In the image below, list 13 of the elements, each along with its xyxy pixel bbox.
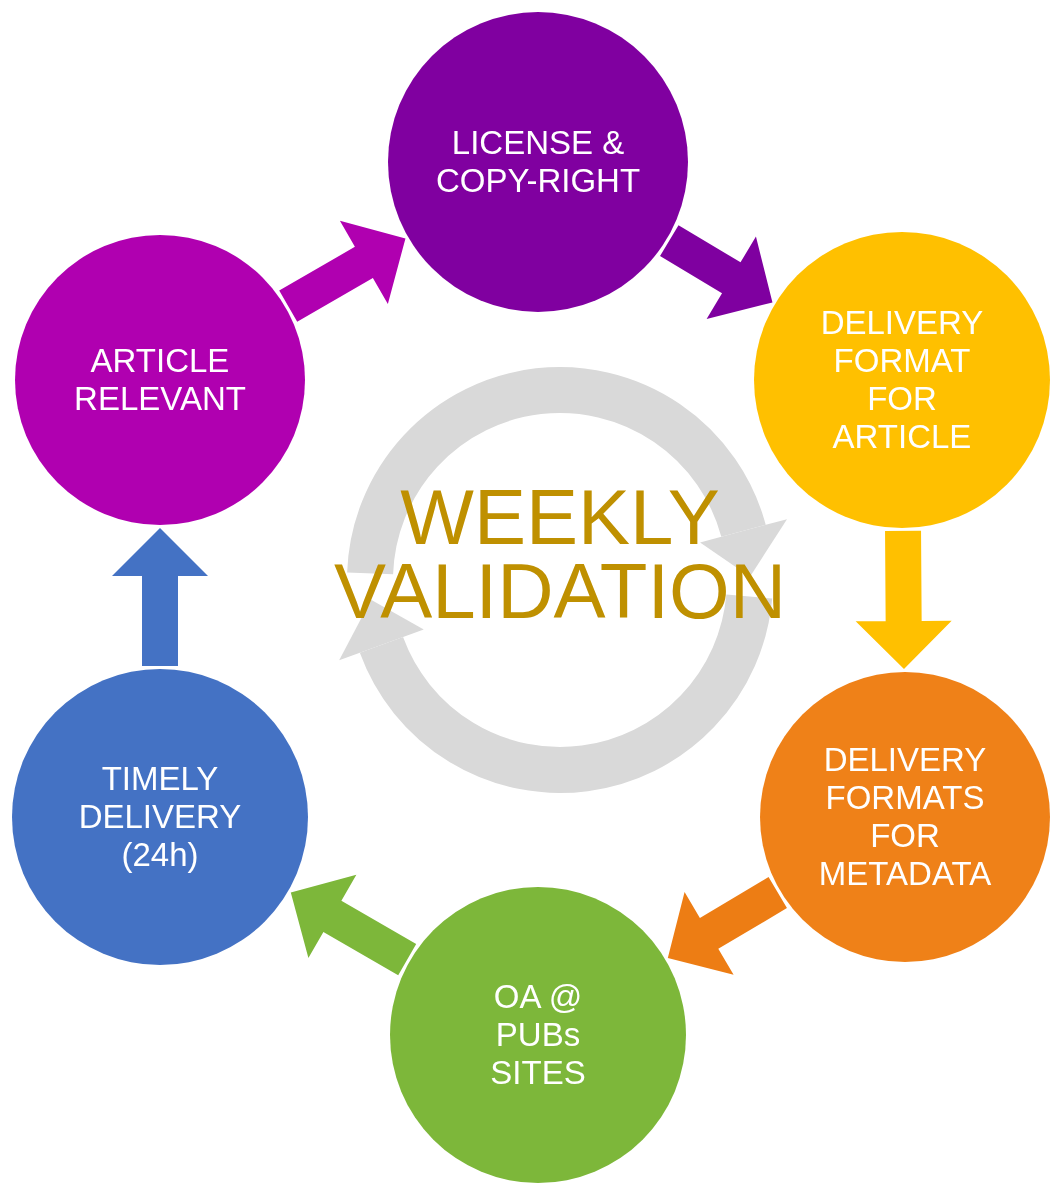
stage-label: DELIVERY FORMATS FOR METADATA — [817, 741, 993, 893]
stage-label: TIMELY DELIVERY (24h) — [77, 760, 243, 874]
stage-label: LICENSE & COPY-RIGHT — [434, 124, 642, 200]
block-arrow — [112, 528, 208, 666]
stage-label: OA @ PUBs SITES — [489, 978, 587, 1092]
block-arrow — [667, 877, 787, 975]
stage-label: ARTICLE RELEVANT — [73, 342, 247, 418]
block-arrow — [279, 220, 406, 322]
block-arrow — [290, 874, 417, 976]
block-arrow — [660, 225, 773, 319]
center-title: WEEKLY VALIDATION — [332, 480, 788, 628]
block-arrow — [855, 530, 952, 669]
stage-label: DELIVERY FORMAT FOR ARTICLE — [819, 304, 985, 456]
